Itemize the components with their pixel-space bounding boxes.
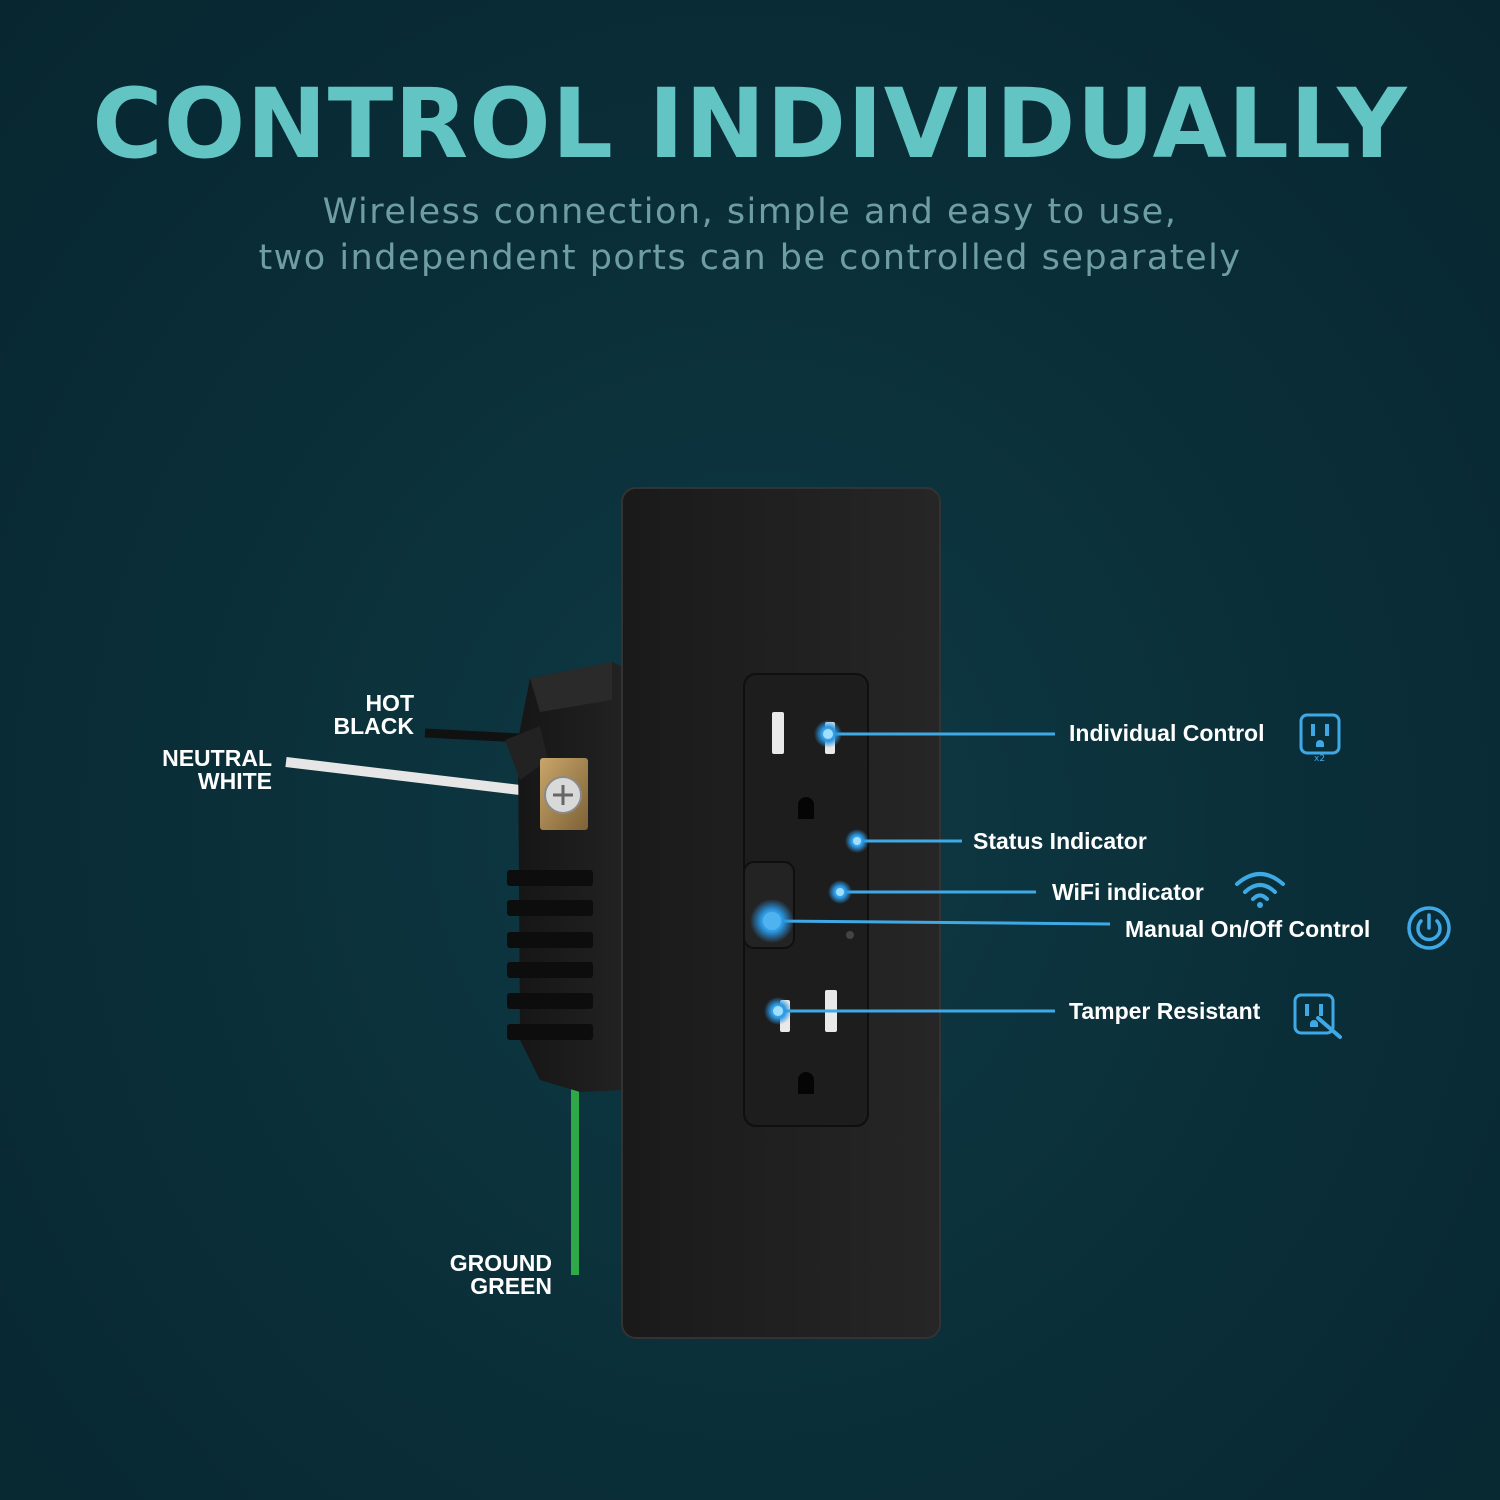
status-indicator-label: Status Indicator bbox=[973, 828, 1147, 854]
tamper-resistant-label: Tamper Resistant bbox=[1069, 998, 1261, 1024]
neutral-label-line2: WHITE bbox=[197, 768, 272, 794]
ground-label-line1: GROUND bbox=[449, 1250, 552, 1276]
ground-wire-label: GROUND GREEN bbox=[430, 1252, 552, 1298]
outlet-icon-badge: x2 bbox=[1314, 754, 1326, 764]
subtitle-line-1: Wireless connection, simple and easy to … bbox=[322, 192, 1178, 232]
neutral-label-line1: NEUTRAL bbox=[162, 745, 272, 771]
body-vents bbox=[507, 870, 593, 1040]
ground-label-line2: GREEN bbox=[470, 1273, 552, 1299]
hot-wire-label: HOT BLACK bbox=[300, 690, 415, 739]
neutral-wire-label: NEUTRAL WHITE bbox=[140, 747, 272, 793]
page-title: CONTROL INDIVIDUALLY bbox=[92, 68, 1408, 180]
hot-label-line1: HOT bbox=[365, 690, 414, 716]
callout-lines bbox=[771, 732, 1111, 1013]
manual-control-label: Manual On/Off Control bbox=[1125, 916, 1371, 942]
power-icon bbox=[1406, 905, 1452, 951]
tamper-outlet-icon bbox=[1292, 992, 1346, 1040]
individual-control-label: Individual Control bbox=[1069, 720, 1265, 746]
neutral-wire bbox=[285, 757, 521, 795]
hot-wire bbox=[424, 728, 521, 743]
outlet-icon: x2 bbox=[1298, 712, 1342, 768]
wifi-indicator-label: WiFi indicator bbox=[1052, 879, 1204, 905]
wifi-icon bbox=[1233, 870, 1287, 910]
hot-label-line2: BLACK bbox=[333, 713, 415, 739]
subtitle-line-2: two independent ports can be controlled … bbox=[258, 238, 1242, 278]
